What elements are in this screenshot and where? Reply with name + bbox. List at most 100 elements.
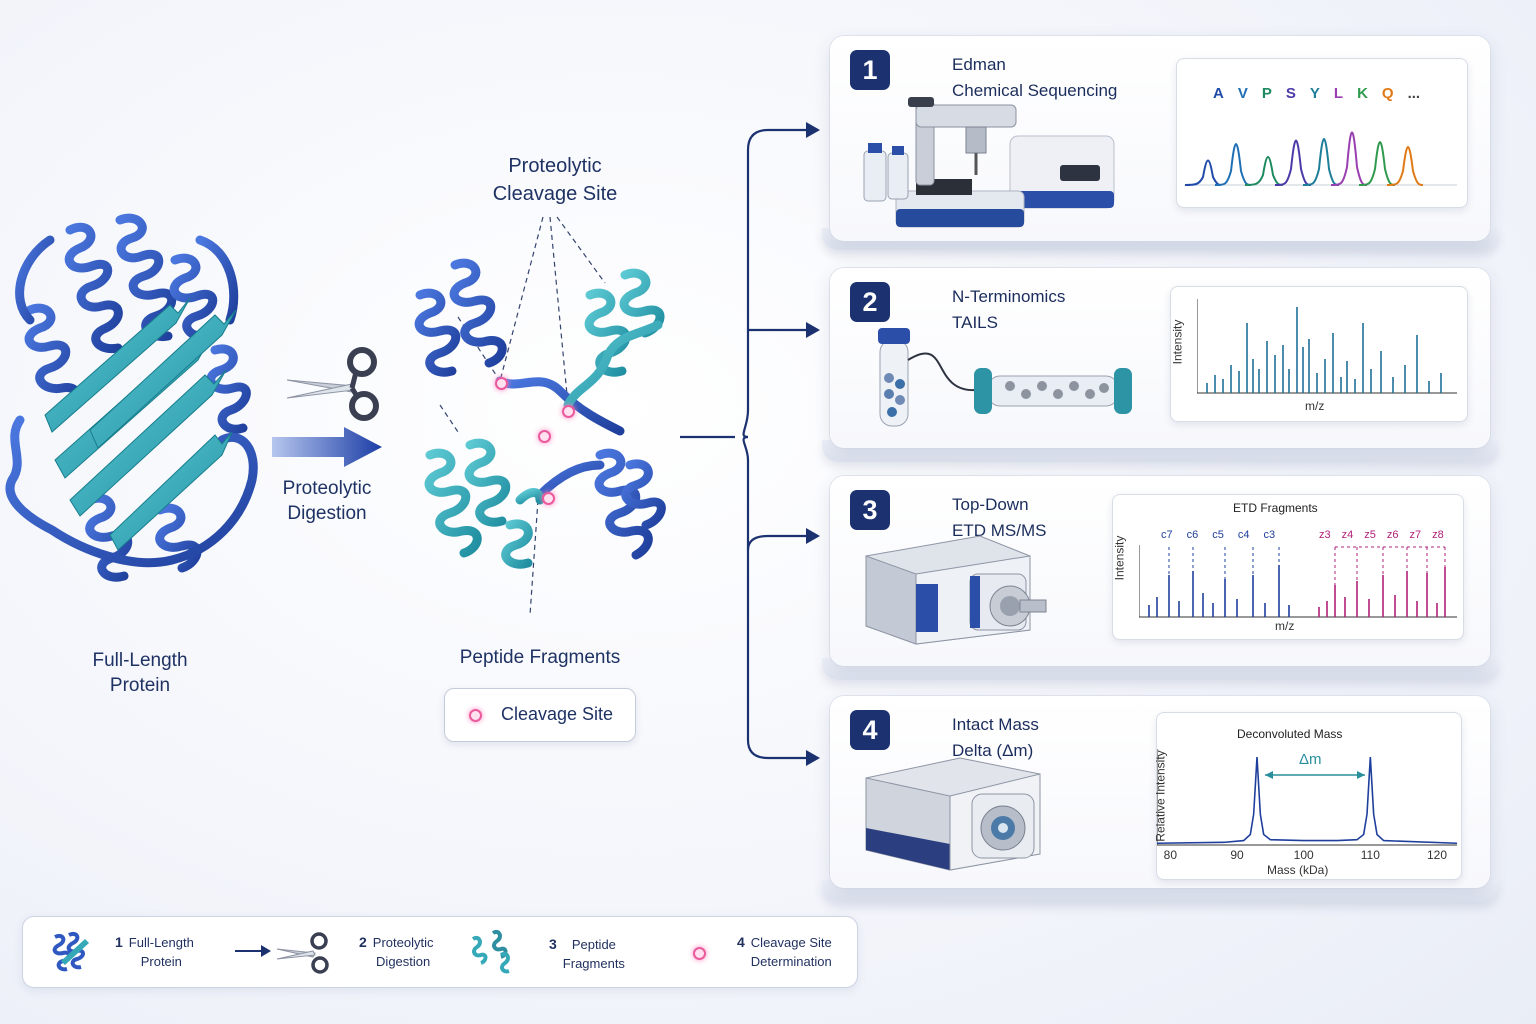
residue-label: P (1261, 85, 1272, 102)
c-ion-label: c5 (1212, 529, 1224, 541)
cleavage-site-marker (538, 430, 551, 443)
x-tick-label: 120 (1427, 848, 1447, 862)
c-ion-label: c4 (1237, 529, 1250, 541)
tails-spectrum-screen: Intensity m/z (1170, 286, 1468, 422)
workflow-legend: 1 Full-Length Protein 2 Proteolytic Dige… (22, 916, 858, 988)
panel-1-title-line2: Chemical Sequencing (952, 81, 1118, 100)
legend-item-1-number: 1 (115, 934, 123, 950)
tails-spectrum (1197, 299, 1457, 394)
tails-column-icon (878, 328, 1132, 427)
edman-sequencer-icon (863, 97, 1115, 228)
etd-x-axis-label: m/z (1275, 619, 1295, 633)
panel-4-badge: 4 (850, 710, 890, 750)
legend-item-2-number: 2 (359, 934, 367, 950)
peptide-fragments-illustration (414, 216, 666, 616)
c-ion-label: c6 (1186, 529, 1199, 541)
peptide-fragments-label: Peptide Fragments (459, 647, 621, 668)
sequence-readout: A V P S Y L K Q ... (1213, 85, 1463, 102)
panel-3-badge: 3 (850, 490, 890, 530)
peptide-fragments-legend-icon (471, 930, 510, 974)
legend-item-1: 1 Full-Length Protein (115, 933, 194, 971)
cleavage-site-legend-icon (693, 947, 706, 960)
residue-label: Q (1381, 85, 1394, 102)
legend-item-3-number: 3 (549, 936, 557, 952)
digestion-label: Proteolytic Digestion (282, 478, 372, 524)
legend-item-2: 2 Proteolytic Digestion (359, 933, 434, 971)
legend-arrow-icon (235, 945, 271, 957)
z-ion-label: z4 (1341, 529, 1354, 541)
deconvoluted-chart-title: Deconvoluted Mass (1237, 727, 1343, 741)
legend-item-3-text: Peptide Fragments (562, 937, 625, 971)
panel-intact-mass: 4 Intact Mass Delta (Δm) Deconvoluted Ma… (830, 696, 1490, 888)
scissors-legend-icon (276, 932, 329, 974)
panel-2-title-line1: N-Terminomics (952, 287, 1066, 306)
legend-item-4-number: 4 (737, 934, 745, 950)
mass-spectrometer-icon (865, 535, 1047, 645)
etd-chart-title: ETD Fragments (1233, 501, 1318, 515)
residue-label: V (1237, 85, 1248, 102)
residue-label: L (1333, 85, 1344, 102)
cleavage-site-marker (562, 405, 575, 418)
cleavage-site-key: Cleavage Site (444, 688, 636, 742)
x-tick-label: 100 (1294, 848, 1314, 862)
residue-label: A (1213, 85, 1224, 102)
cleavage-site-marker (542, 492, 555, 505)
etd-z-ion-labels: z3 z4 z5 z6 z7 z8 (1319, 529, 1444, 541)
panel-1-title-line1: Edman (952, 55, 1006, 74)
panel-top-down: 3 Top-Down ETD MS/MS ETD Fragments Inten… (830, 476, 1490, 666)
legend-item-1-text: Full-Length Protein (128, 935, 194, 969)
z-ion-label: z6 (1386, 529, 1399, 541)
z-ion-label: z8 (1432, 529, 1444, 541)
mass-spectrum-line (1157, 756, 1458, 845)
x-tick-label: 110 (1361, 848, 1380, 862)
digestion-arrow (272, 427, 382, 467)
c-ion-label: c7 (1161, 529, 1173, 541)
panel-4-title: Intact Mass Delta (Δm) (952, 712, 1039, 764)
protein-label: Full-Length Protein (92, 650, 188, 696)
legend-item-2-text: Proteolytic Digestion (372, 935, 434, 969)
cleavage-site-title: Proteolytic Cleavage Site (492, 155, 618, 205)
edman-chromatogram-screen: A V P S Y L K Q ... (1176, 58, 1468, 208)
panel-3-title-line1: Top-Down (952, 495, 1029, 514)
panel-1-title: Edman Chemical Sequencing (952, 52, 1117, 104)
panel-3-title-line2: ETD MS/MS (952, 521, 1047, 540)
panel-edman: 1 Edman Chemical Sequencing A V P S Y L … (830, 36, 1490, 241)
tails-y-axis-label: Intensity (1170, 319, 1185, 365)
x-tick-label: 90 (1230, 848, 1244, 862)
z-ion-label: z3 (1319, 529, 1331, 541)
tails-x-axis-label: m/z (1305, 399, 1325, 413)
panel-1-badge: 1 (850, 50, 890, 90)
panel-2-badge: 2 (850, 282, 890, 322)
legend-item-4-text: Cleavage Site Determination (750, 935, 832, 969)
cleavage-site-marker (495, 377, 508, 390)
full-length-protein-illustration (5, 213, 258, 582)
cleavage-site-key-label: Cleavage Site (501, 704, 614, 724)
z-ion-label: z5 (1364, 529, 1376, 541)
branch-connector (680, 122, 820, 766)
residue-label: Y (1309, 85, 1320, 102)
x-tick-label: 80 (1164, 848, 1178, 862)
deconvoluted-x-axis-label: Mass (kDa) (1267, 863, 1329, 877)
panel-3-title: Top-Down ETD MS/MS (952, 492, 1046, 544)
scissors-icon (286, 347, 379, 421)
intact-mass-instrument-icon (865, 757, 1041, 871)
protein-legend-icon (52, 932, 89, 972)
c-ion-label: c3 (1263, 529, 1276, 541)
residue-label: ... (1407, 85, 1421, 102)
z-ion-label: z7 (1409, 529, 1422, 541)
panel-2-title: N-Terminomics TAILS (952, 284, 1065, 336)
etd-y-axis-label: Intensity (1112, 535, 1127, 581)
etd-c-ion-labels: c7 c6 c5 c4 c3 (1161, 529, 1275, 541)
legend-item-3: 3 Peptide Fragments (549, 935, 625, 973)
legend-item-4: 4 Cleavage Site Determination (737, 933, 832, 971)
residue-label: S (1285, 85, 1296, 102)
panel-4-title-line1: Intact Mass (952, 715, 1039, 734)
panel-2-title-line2: TAILS (952, 313, 998, 332)
panel-n-terminomics: 2 N-Terminomics TAILS Intensity m/z (830, 268, 1490, 448)
edman-peaks (1185, 131, 1457, 186)
deconvoluted-mass-chart: 80 90 100 110 120 (1157, 749, 1458, 862)
etd-spectrum-screen: ETD Fragments Intensity m/z c7 c6 c5 c4 … (1112, 494, 1464, 640)
panel-4-title-line2: Delta (Δm) (952, 741, 1034, 760)
cleavage-site-dot-icon (469, 709, 482, 722)
